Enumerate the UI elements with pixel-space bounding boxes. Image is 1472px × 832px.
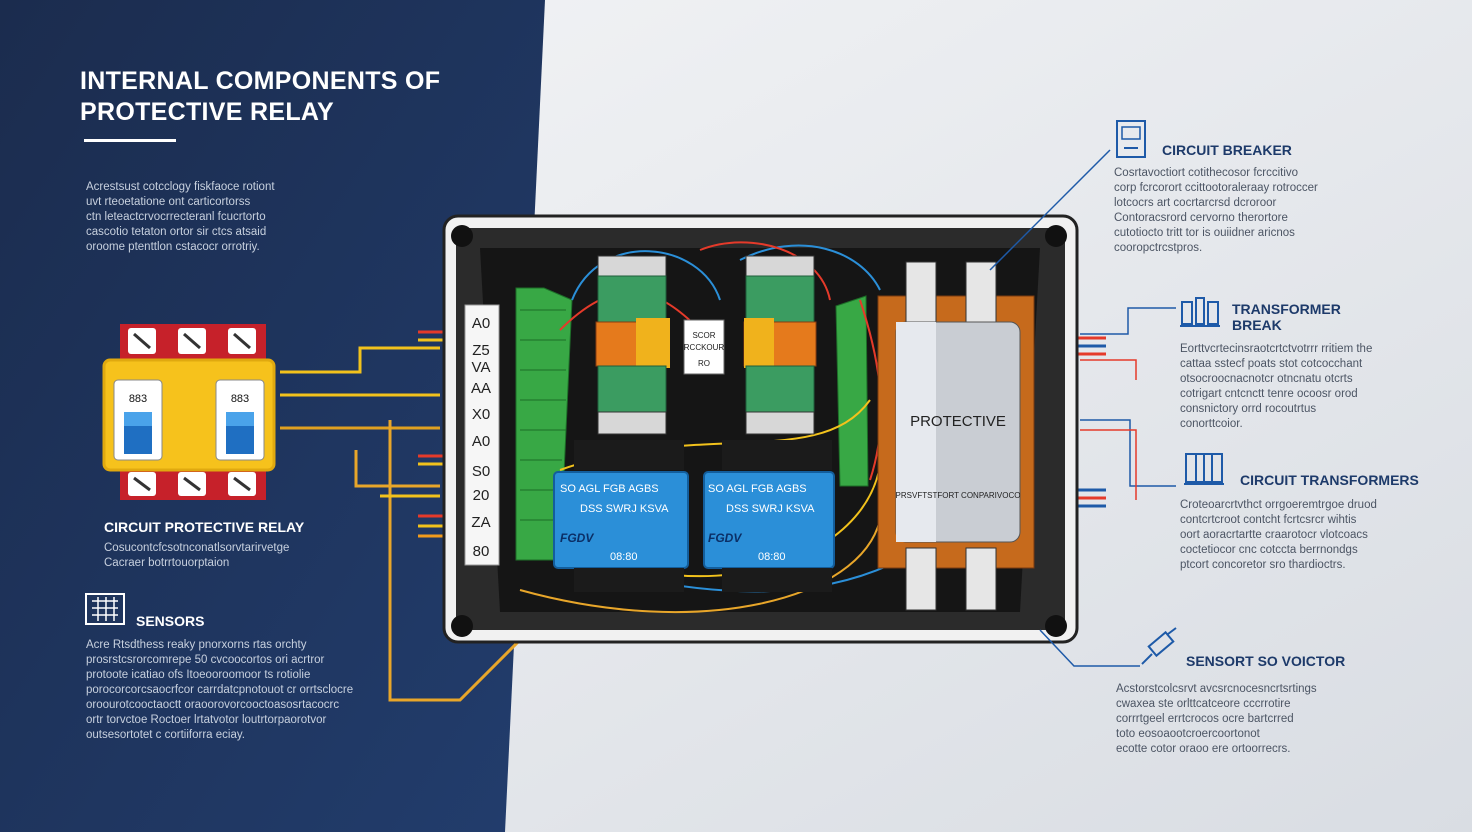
terminal-label: Z5 xyxy=(472,342,490,359)
transformer-break-icon xyxy=(1180,297,1220,327)
relay2-text: 08:80 xyxy=(758,551,786,563)
terminal-label: 80 xyxy=(473,543,490,560)
title-underline xyxy=(84,139,176,142)
label-sensor-voictor: SENSORT SO VOICTOR xyxy=(1186,653,1346,669)
relay2-text: SO AGL FGB AGBS xyxy=(708,483,807,495)
breaker-illustration: 883 883 xyxy=(102,324,276,500)
protective-sublabel: PRSVFTSTFORT CONPARIVOCO xyxy=(896,491,1021,500)
breaker-label-right: 883 xyxy=(231,393,249,405)
breaker-label-left: 883 xyxy=(129,393,147,405)
terminal-label: AA xyxy=(471,380,491,397)
label-circuit-protective-relay: CIRCUIT PROTECTIVE RELAY xyxy=(104,519,305,535)
relay1-text: SO AGL FGB AGBS xyxy=(560,483,659,495)
label-circuit-transformers: CIRCUIT TRANSFORMERS xyxy=(1240,472,1419,488)
label-circuit-breaker: CIRCUIT BREAKER xyxy=(1162,142,1292,158)
relay1-text: 08:80 xyxy=(610,551,638,563)
terminal-label: 20 xyxy=(473,487,490,504)
sensor-panel-icon xyxy=(85,593,125,625)
terminal-label: ZA xyxy=(471,514,490,531)
relay1-text: FGDV xyxy=(560,531,594,545)
small-label-line2: RCCKOUR xyxy=(684,343,725,352)
relay2-text: FGDV xyxy=(708,531,742,545)
small-label-line3: RO xyxy=(698,359,710,368)
desc-sensors: Acre Rtsdthess reaky pnorxorns rtas orch… xyxy=(86,639,354,741)
relay2-text: DSS SWRJ KSVA xyxy=(726,503,815,515)
breaker-icon xyxy=(1116,120,1146,158)
sensor-probe-icon xyxy=(1141,627,1177,665)
terminal-label: X0 xyxy=(472,406,490,423)
protective-label: PROTECTIVE xyxy=(910,413,1006,430)
page-title: INTERNAL COMPONENTS OF PROTECTIVE RELAY xyxy=(80,67,441,126)
terminal-label: A0 xyxy=(472,433,490,450)
label-sensors: SENSORS xyxy=(136,613,205,629)
terminal-label: A0 xyxy=(472,315,490,332)
small-label-line1: SCOR xyxy=(692,331,715,340)
relay1-text: DSS SWRJ KSVA xyxy=(580,503,669,515)
terminal-label: VA xyxy=(472,359,491,376)
desc-transformer-break: Eorttvcrtecinsraotcrtctvotrrr rritiem th… xyxy=(1180,343,1373,430)
terminal-label: S0 xyxy=(472,463,490,480)
circuit-transformer-icon xyxy=(1184,453,1224,485)
